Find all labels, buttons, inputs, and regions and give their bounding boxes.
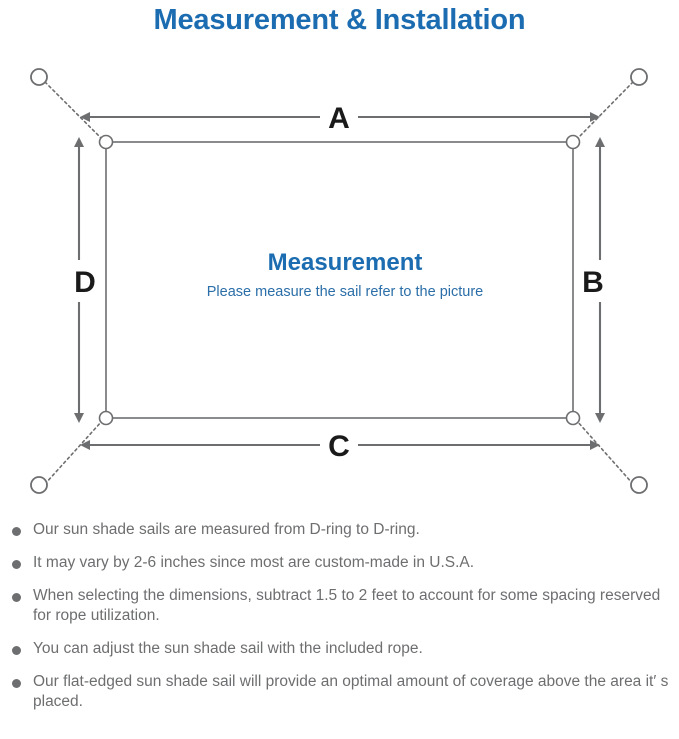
list-item: Our flat-edged sun shade sail will provi… <box>0 672 679 712</box>
sail-rectangle <box>105 141 574 419</box>
anchor-ring-top-left <box>30 68 48 86</box>
dimension-label-c: C <box>328 430 350 463</box>
notes-list: Our sun shade sails are measured from D-… <box>0 520 679 725</box>
list-item: When selecting the dimensions, subtract … <box>0 586 679 626</box>
dimension-label-backdrops <box>66 97 610 465</box>
list-item-text: You can adjust the sun shade sail with t… <box>33 640 423 657</box>
dimension-label-b: B <box>582 266 604 299</box>
list-item: Our sun shade sails are measured from D-… <box>0 520 679 540</box>
list-item-text: Our sun shade sails are measured from D-… <box>33 521 420 538</box>
sun-shade-sail-measurement-diagram: A C D B Measurement Please measure the s… <box>30 68 648 494</box>
rope-lines <box>44 81 634 485</box>
d-ring-top-right <box>565 134 581 150</box>
bullet-dot-icon <box>12 560 21 569</box>
list-item-text: When selecting the dimensions, subtract … <box>33 587 661 624</box>
dimension-label-a: A <box>328 102 350 135</box>
anchor-ring-top-right <box>630 68 648 86</box>
bullet-dot-icon <box>12 527 21 536</box>
anchor-ring-bottom-right <box>630 476 648 494</box>
d-ring-top-left <box>98 134 114 150</box>
rope-top-left <box>44 81 103 140</box>
d-ring-bottom-right <box>565 410 581 426</box>
page-title: Measurement & Installation <box>153 4 526 36</box>
dimension-label-d: D <box>74 266 96 299</box>
bullet-dot-icon <box>12 646 21 655</box>
rope-top-right <box>576 81 634 140</box>
d-rings <box>98 134 581 426</box>
sail-center-heading: Measurement <box>268 249 423 276</box>
list-item: You can adjust the sun shade sail with t… <box>0 639 679 659</box>
anchor-ring-bottom-left <box>30 476 48 494</box>
bullet-dot-icon <box>12 593 21 602</box>
bullet-dot-icon <box>12 679 21 688</box>
list-item-text: It may vary by 2-6 inches since most are… <box>33 554 475 571</box>
rope-bottom-right <box>576 420 634 485</box>
list-item-text: Our flat-edged sun shade sail will provi… <box>33 673 669 710</box>
anchor-rings <box>30 68 648 494</box>
d-ring-bottom-left <box>98 410 114 426</box>
list-item: It may vary by 2-6 inches since most are… <box>0 553 679 573</box>
rope-bottom-left <box>44 420 103 485</box>
sail-center-subtext: Please measure the sail refer to the pic… <box>207 284 483 300</box>
